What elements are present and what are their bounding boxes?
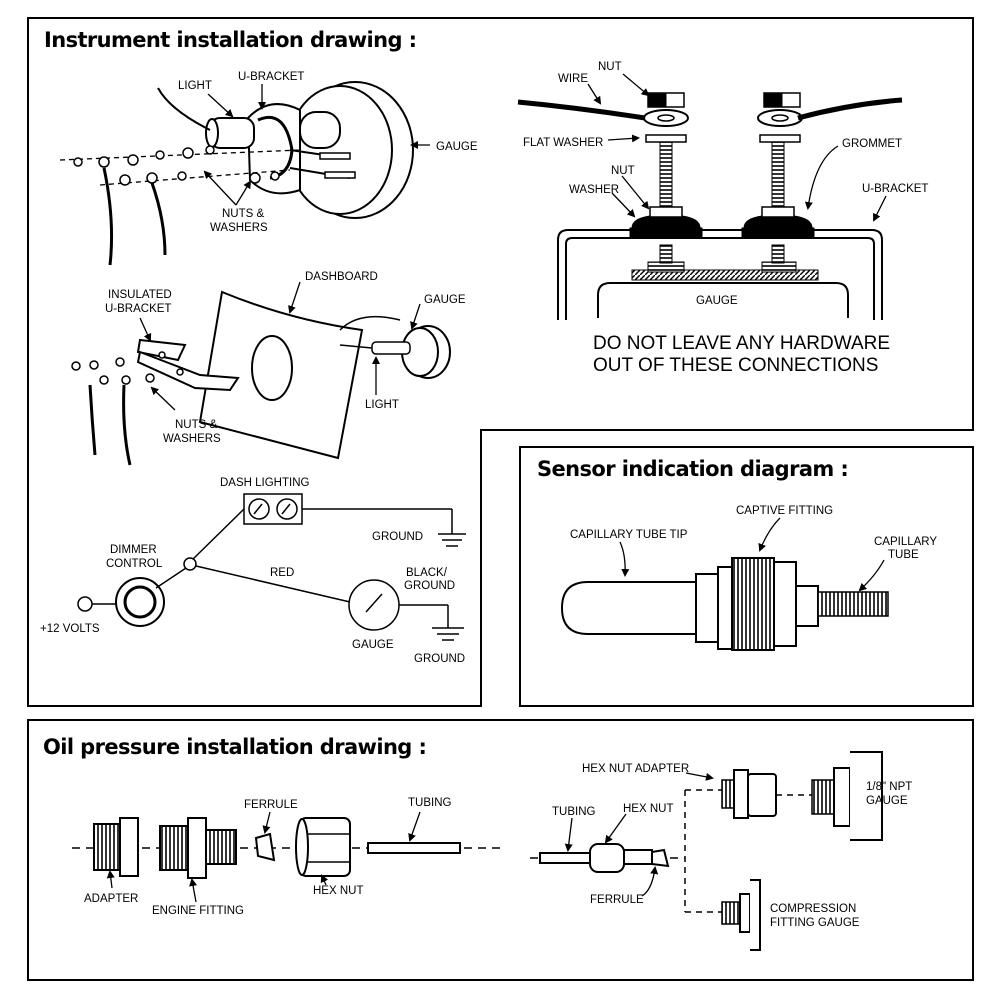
label-insulated-2: U-BRACKET [105,303,171,315]
wiring-schematic [77,493,466,641]
oil-left-callouts [106,811,421,903]
label-tubing-2: TUBING [552,806,596,818]
label-nuts-mid-1: NUTS & [175,419,218,431]
oil-right-assembly [530,751,883,951]
label-u-bracket: U-BRACKET [862,183,928,195]
label-nuts-top-1: NUTS & [222,208,265,220]
label-gauge-mid: GAUGE [424,294,466,306]
oil-title: Oil pressure installation drawing : [43,735,426,759]
warning-line-2: OUT OF THESE CONNECTIONS [593,355,878,376]
label-engine-fitting: ENGINE FITTING [152,905,244,917]
instrument-title: Instrument installation drawing : [44,28,416,52]
label-capillary-2: TUBE [888,549,919,561]
label-ferrule-2: FERRULE [590,894,644,906]
label-nut: NUT [611,165,635,177]
label-flat-washer: FLAT WASHER [523,137,603,149]
label-washer: WASHER [569,184,619,196]
label-tubing: TUBING [408,797,452,809]
label-hex-nut: HEX NUT [313,885,363,897]
label-gauge-wiring: GAUGE [352,639,394,651]
label-compression-2: FITTING GAUGE [770,917,860,929]
hardware-connections [517,92,903,320]
top-gauge-callouts [203,84,430,206]
instrument-panel-frame [27,17,974,707]
label-hex-nut-2: HEX NUT [623,803,673,815]
hardware-callouts [587,73,887,222]
sensor-panel-frame [519,446,974,707]
label-ground-2: GROUND [414,653,465,665]
label-ferrule: FERRULE [244,799,298,811]
oil-left-assembly [72,817,500,879]
gauge-exploded-top [59,81,414,266]
label-grommet: GROMMET [842,138,902,150]
oil-right-callouts [564,772,714,897]
label-light-top: LIGHT [178,80,212,92]
label-ground-1: GROUND [372,531,423,543]
label-nuts-top-2: WASHERS [210,222,268,234]
label-npt-1: 1/8" NPT [866,781,912,793]
label-red: RED [270,567,294,579]
label-captive-fitting: CAPTIVE FITTING [736,505,833,517]
dashboard-mount [71,290,451,466]
dashboard-callouts [139,281,421,411]
label-wire: WIRE [558,73,588,85]
label-plus-12-volts: +12 VOLTS [40,623,100,635]
label-gauge-top: GAUGE [436,141,478,153]
sensor-title: Sensor indication diagram : [537,457,848,481]
label-u-bracket-top: U-BRACKET [238,71,304,83]
label-nut-top: NUT [598,61,622,73]
label-dash-lighting: DASH LIGHTING [220,477,310,489]
label-dimmer-2: CONTROL [106,558,163,570]
label-dimmer-1: DIMMER [110,544,157,556]
label-black-ground-2: GROUND [404,580,455,592]
sensor-drawing [560,557,889,651]
label-insulated-1: INSULATED [108,289,172,301]
label-compression-1: COMPRESSION [770,903,856,915]
label-hex-nut-adapter: HEX NUT ADAPTER [582,763,689,775]
label-gauge-hardware: GAUGE [696,295,738,307]
label-light-mid: LIGHT [365,399,399,411]
label-black-ground-1: BLACK/ [406,567,448,579]
oil-panel-frame [27,719,974,981]
label-capillary-1: CAPILLARY [874,536,937,548]
label-capillary-tip: CAPILLARY TUBE TIP [570,529,688,541]
label-npt-2: GAUGE [866,795,908,807]
label-nuts-mid-2: WASHERS [163,433,221,445]
label-adapter: ADAPTER [84,893,138,905]
sensor-callouts [619,517,885,592]
warning-line-1: DO NOT LEAVE ANY HARDWARE [593,333,890,354]
label-dashboard: DASHBOARD [305,271,378,283]
